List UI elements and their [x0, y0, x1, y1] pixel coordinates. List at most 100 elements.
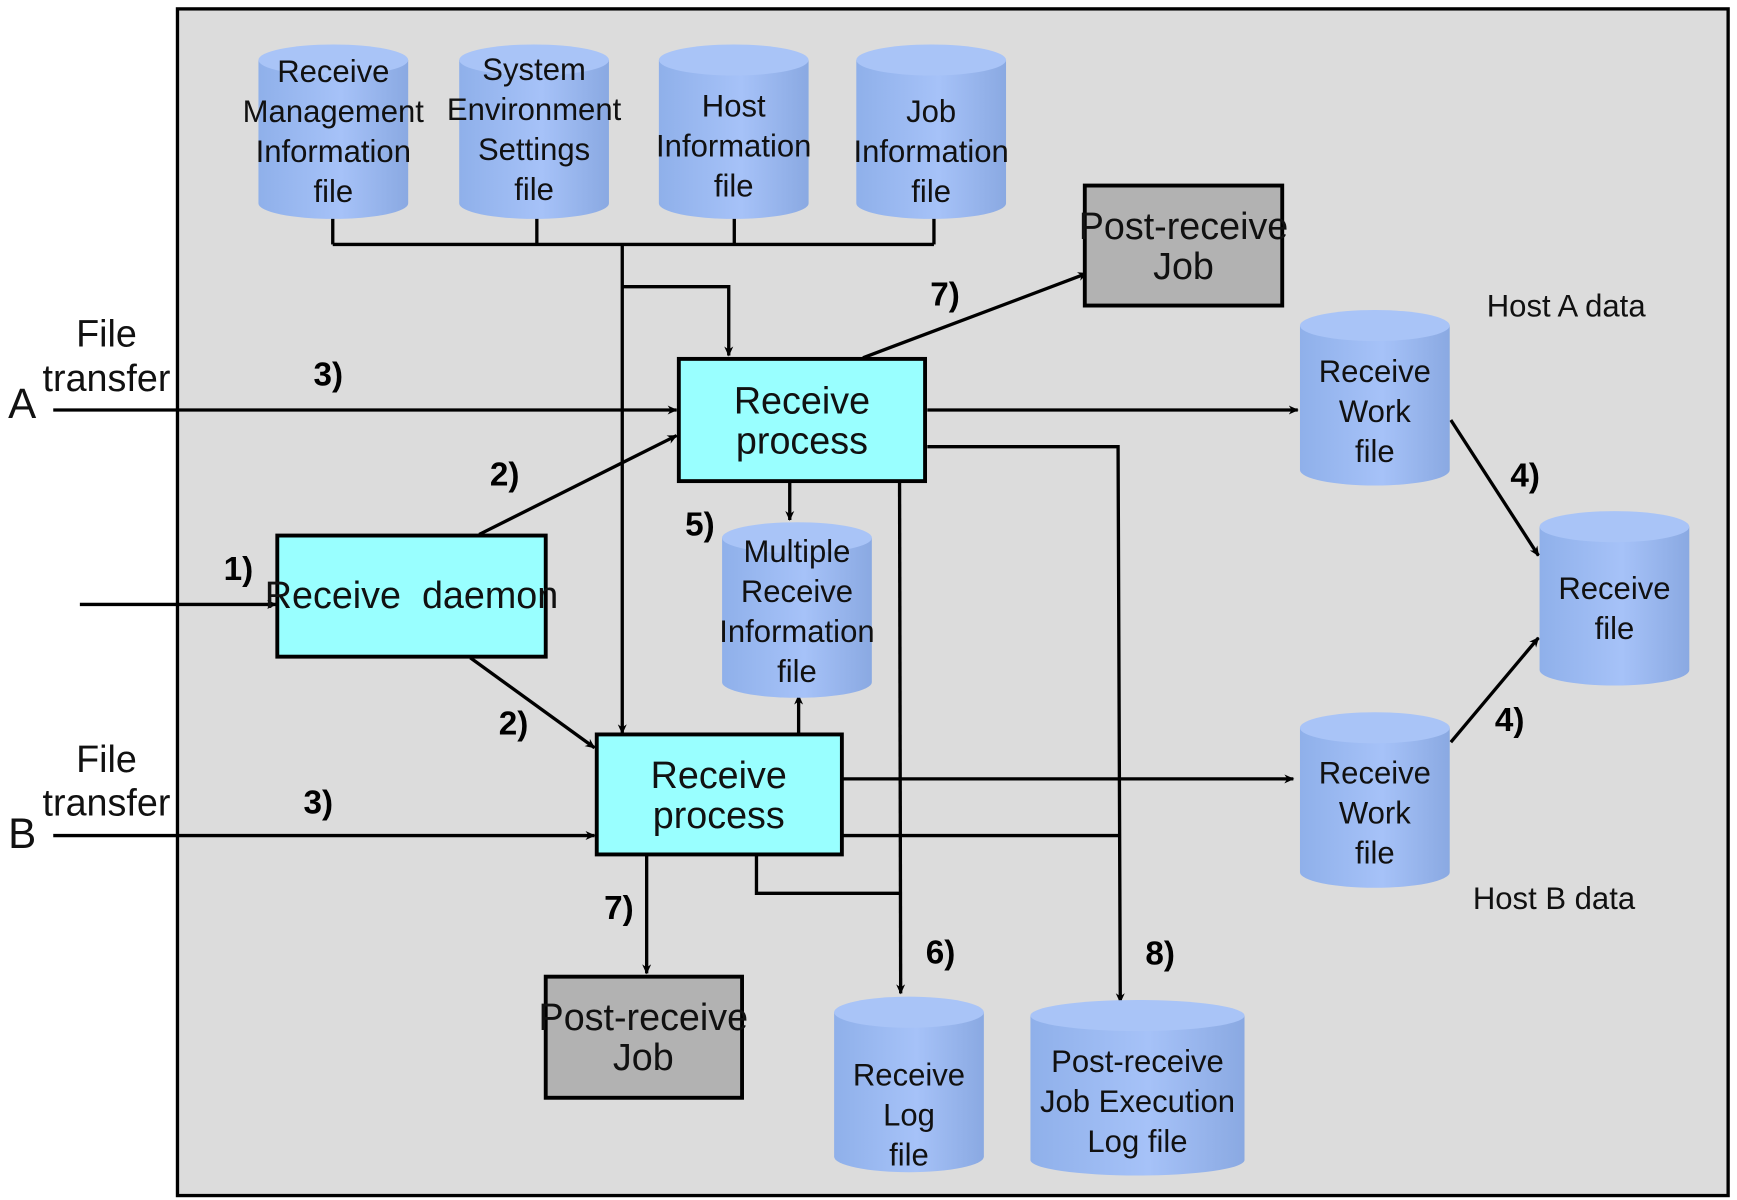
- receive-log-file-label-line: file: [889, 1138, 929, 1173]
- receive-process-b-box[interactable]: [594, 732, 844, 857]
- step-8-label: 8): [1145, 935, 1175, 972]
- receive-process-a[interactable]: Receive process: [676, 356, 928, 484]
- post-receive-job-bottom[interactable]: Post-receive Job: [539, 974, 749, 1100]
- source-a-letter: A: [8, 380, 37, 427]
- receive-daemon[interactable]: Receive daemon: [265, 533, 558, 659]
- step-7b-label: 7): [604, 890, 634, 927]
- host-information-file-top: [658, 44, 809, 76]
- process-a-to-receive-log: [896, 482, 906, 995]
- source-b: File transfer B: [8, 738, 170, 857]
- step-2a-label: 2): [490, 457, 520, 494]
- receive-work-file-b-label-line: file: [1355, 835, 1395, 870]
- receive-file-label-line: file: [1595, 611, 1635, 646]
- step-1-label: 1): [224, 551, 254, 588]
- host-information-file-body[interactable]: [658, 60, 809, 219]
- source-b-letter: B: [8, 810, 36, 857]
- step-3a-label: 3): [314, 357, 344, 394]
- receive-work-file-b-label-line: Receive: [1319, 755, 1431, 790]
- post-receive-job-execution-log-file-label-line: Log file: [1087, 1124, 1187, 1159]
- receive-management-info-file-body[interactable]: [258, 60, 409, 219]
- receive-management-info-file-label-line: Information: [256, 134, 411, 169]
- receive-process-b-line1: Receive: [651, 754, 787, 796]
- receive-work-file-a-label-line: Work: [1339, 394, 1411, 429]
- system-environment-settings-file-body[interactable]: [459, 60, 609, 219]
- process-a-to-post-job: [862, 271, 1088, 360]
- job-information-file-top: [856, 44, 1007, 76]
- receive-management-info-file-label-line: file: [313, 174, 353, 209]
- job-information-file-label-line: Information: [854, 134, 1009, 169]
- job-information-file-body[interactable]: [856, 60, 1007, 219]
- receive-work-file-a-label-line: file: [1355, 434, 1395, 469]
- system-environment-settings-file-label-line: file: [514, 172, 554, 207]
- multiple-receive-info-file-label-line: Receive: [741, 574, 853, 609]
- receive-daemon-box[interactable]: [275, 533, 548, 659]
- host-information-file-label-line: Host: [702, 89, 766, 124]
- receive-work-file-a-label-line: Receive: [1319, 354, 1431, 389]
- step-4a-label: 4): [1510, 458, 1540, 495]
- step-5-label: 5): [685, 507, 715, 544]
- receive-process-a-box[interactable]: [676, 356, 928, 484]
- source-a: File transfer A: [8, 313, 170, 427]
- step-6-label: 6): [926, 934, 956, 971]
- receive-process-b-line2: process: [653, 794, 785, 836]
- process-b-to-receive-log: [754, 855, 901, 895]
- receive-log-file-body[interactable]: [834, 1012, 984, 1173]
- receive-management-info-file-label-line: Management: [243, 94, 425, 129]
- post-receive-job-execution-log-file-body[interactable]: [1030, 1015, 1245, 1176]
- source-b-caption-line2: transfer: [43, 782, 171, 824]
- receive-log-file-top: [834, 996, 984, 1028]
- multiple-receive-info-file-label-line: Information: [719, 614, 874, 649]
- host-b-caption: Host B data: [1473, 881, 1636, 916]
- multiple-receive-info-file-body[interactable]: [722, 537, 872, 698]
- post-receive-job-top[interactable]: Post-receive Job: [1079, 183, 1289, 308]
- host-a-caption: Host A data: [1487, 289, 1647, 324]
- receive-management-info-file-top: [258, 44, 409, 76]
- receive-process-b[interactable]: Receive process: [594, 732, 844, 857]
- post-receive-job-execution-log-file-label-line: Post-receive: [1051, 1044, 1224, 1079]
- job-information-file-label-line: Job: [906, 94, 956, 129]
- multiple-receive-info-file-label-line: file: [777, 654, 817, 689]
- step-7a-label: 7): [930, 277, 960, 314]
- receive-daemon-label: Receive daemon: [265, 574, 558, 616]
- step-4b-label: 4): [1495, 702, 1525, 739]
- source-a-caption-line1: File: [76, 313, 137, 355]
- receive-file[interactable]: Receive file: [1539, 511, 1690, 686]
- step-2b-label: 2): [499, 705, 529, 742]
- receive-file-body[interactable]: [1539, 526, 1690, 686]
- post-receive-job-top-line2: Job: [1153, 245, 1214, 287]
- system-environment-settings-file-label-line: Environment: [447, 92, 622, 127]
- receive-file-top: [1539, 511, 1690, 543]
- host-information-file-label-line: Information: [656, 129, 811, 164]
- system-environment-settings-file-label-line: System: [482, 52, 586, 87]
- receive-log-file-label-line: Log: [883, 1098, 935, 1133]
- post-receive-job-execution-log-file-top: [1030, 1000, 1245, 1032]
- multiple-receive-info-file-label-line: Multiple: [743, 534, 850, 569]
- connectors: [53, 214, 1540, 1004]
- post-receive-job-top-box[interactable]: [1082, 183, 1285, 308]
- receive-file-label-line: Receive: [1558, 571, 1670, 606]
- receive-work-file-b-body[interactable]: [1299, 727, 1450, 888]
- job-information-file-label-line: file: [911, 174, 951, 209]
- post-receive-job-bottom-box[interactable]: [543, 974, 744, 1100]
- receive-log-file-label-line: Receive: [853, 1058, 965, 1093]
- post-receive-job-bottom-line1: Post-receive: [539, 996, 749, 1038]
- data-stores: ReceiveManagementInformationfileSystemEn…: [243, 44, 1690, 1176]
- post-receive-job-top-line1: Post-receive: [1079, 205, 1289, 247]
- daemon-to-process-a: [478, 434, 678, 536]
- config-to-process-a: [622, 285, 734, 357]
- process-a-to-post-log: [927, 445, 1125, 1004]
- system-environment-settings-file-label-line: Settings: [478, 132, 590, 167]
- system-environment-settings-file-top: [459, 44, 609, 76]
- receive-process-a-line1: Receive: [734, 379, 870, 421]
- host-information-file-label-line: file: [714, 169, 754, 204]
- receive-work-file-a-body[interactable]: [1299, 325, 1450, 486]
